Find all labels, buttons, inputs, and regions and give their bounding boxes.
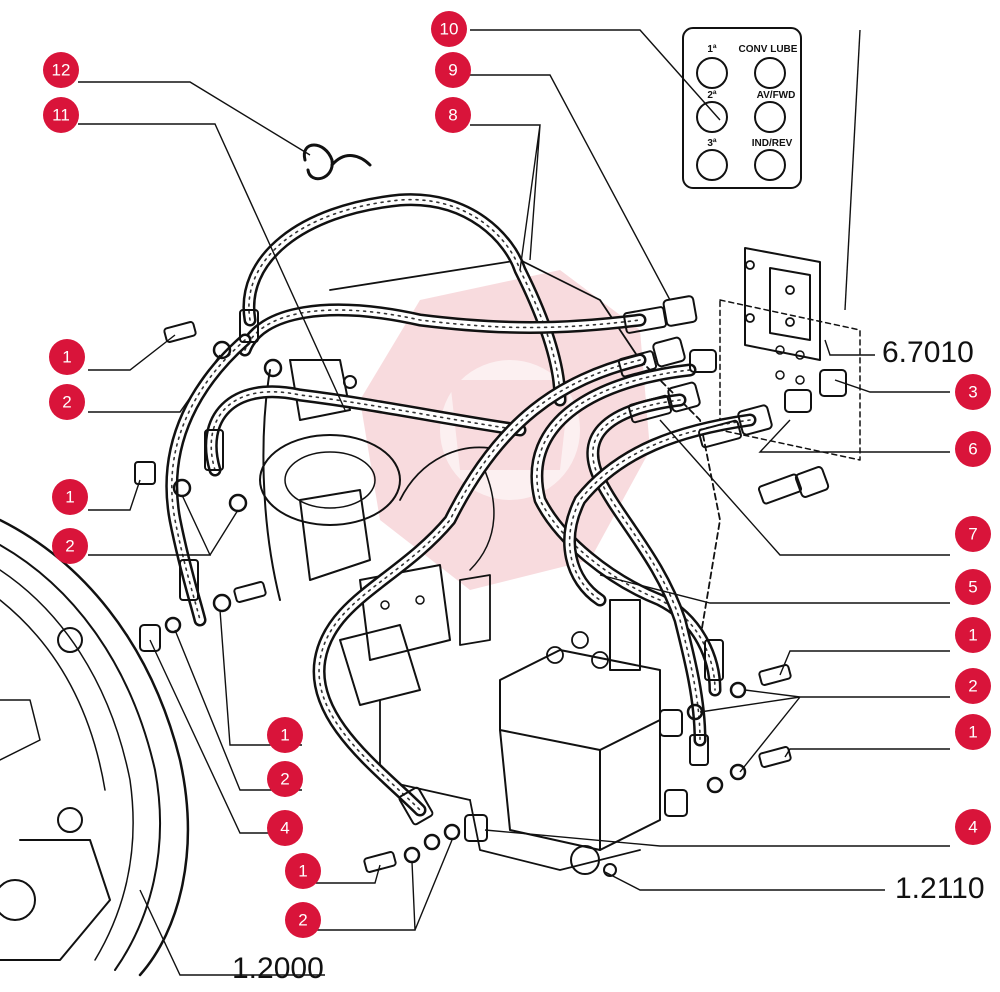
port-label-1: 1ª: [707, 44, 717, 55]
svg-text:1: 1: [968, 723, 977, 742]
callout-4: 4: [955, 809, 991, 845]
svg-text:1: 1: [65, 488, 74, 507]
leader-lines: [78, 29, 950, 976]
callout-9: 9: [435, 52, 471, 88]
callout-2: 2: [52, 528, 88, 564]
port-label-3: 3ª: [707, 138, 717, 149]
callout-8: 8: [435, 97, 471, 133]
manifold-bracket: [719, 247, 861, 461]
callout-2: 2: [49, 384, 85, 420]
callout-1: 1: [267, 717, 303, 753]
svg-text:1: 1: [968, 626, 977, 645]
svg-text:7: 7: [968, 525, 977, 544]
svg-text:12: 12: [52, 61, 71, 80]
svg-text:3: 3: [968, 383, 977, 402]
hoses: [165, 193, 757, 817]
callout-4: 4: [267, 810, 303, 846]
callout-3: 3: [955, 374, 991, 410]
svg-text:1: 1: [280, 726, 289, 745]
port-panel: 1ª CONV LUBE 2ª AV/FWD 3ª IND/REV: [682, 27, 802, 189]
callout-2: 2: [285, 902, 321, 938]
svg-text:2: 2: [62, 393, 71, 412]
svg-text:11: 11: [52, 106, 70, 125]
svg-text:2: 2: [298, 911, 307, 930]
callout-5: 5: [955, 569, 991, 605]
svg-text:1: 1: [298, 862, 307, 881]
svg-text:6: 6: [968, 440, 977, 459]
callout-12: 12: [43, 52, 79, 88]
svg-text:2: 2: [968, 677, 977, 696]
fittings: [134, 143, 847, 873]
part-code-6-7010: 6.7010: [882, 336, 974, 369]
callout-6: 6: [955, 431, 991, 467]
svg-text:5: 5: [968, 578, 977, 597]
svg-text:4: 4: [968, 818, 977, 837]
svg-text:10: 10: [440, 20, 459, 39]
svg-text:8: 8: [448, 106, 457, 125]
svg-text:9: 9: [448, 61, 457, 80]
svg-text:1: 1: [62, 348, 71, 367]
control-valve-block: [469, 599, 661, 877]
port-label-ind-rev: IND/REV: [752, 138, 793, 149]
callout-1: 1: [955, 617, 991, 653]
callout-1: 1: [49, 339, 85, 375]
part-code-1-2000: 1.2000: [232, 952, 324, 985]
callout-1: 1: [955, 714, 991, 750]
svg-text:2: 2: [280, 770, 289, 789]
svg-text:2: 2: [65, 537, 74, 556]
callout-1: 1: [285, 853, 321, 889]
callout-10: 10: [431, 11, 467, 47]
callout-2: 2: [267, 761, 303, 797]
callout-11: 11: [43, 97, 79, 133]
svg-text:4: 4: [280, 819, 289, 838]
port-label-av-fwd: AV/FWD: [757, 90, 796, 101]
port-label-conv-lube: CONV LUBE: [739, 44, 798, 55]
callout-2: 2: [955, 668, 991, 704]
port-label-2: 2ª: [707, 90, 717, 101]
callout-7: 7: [955, 516, 991, 552]
flywheel-housing: [0, 518, 190, 977]
part-code-1-2110: 1.2110: [895, 872, 985, 905]
callout-1: 1: [52, 479, 88, 515]
